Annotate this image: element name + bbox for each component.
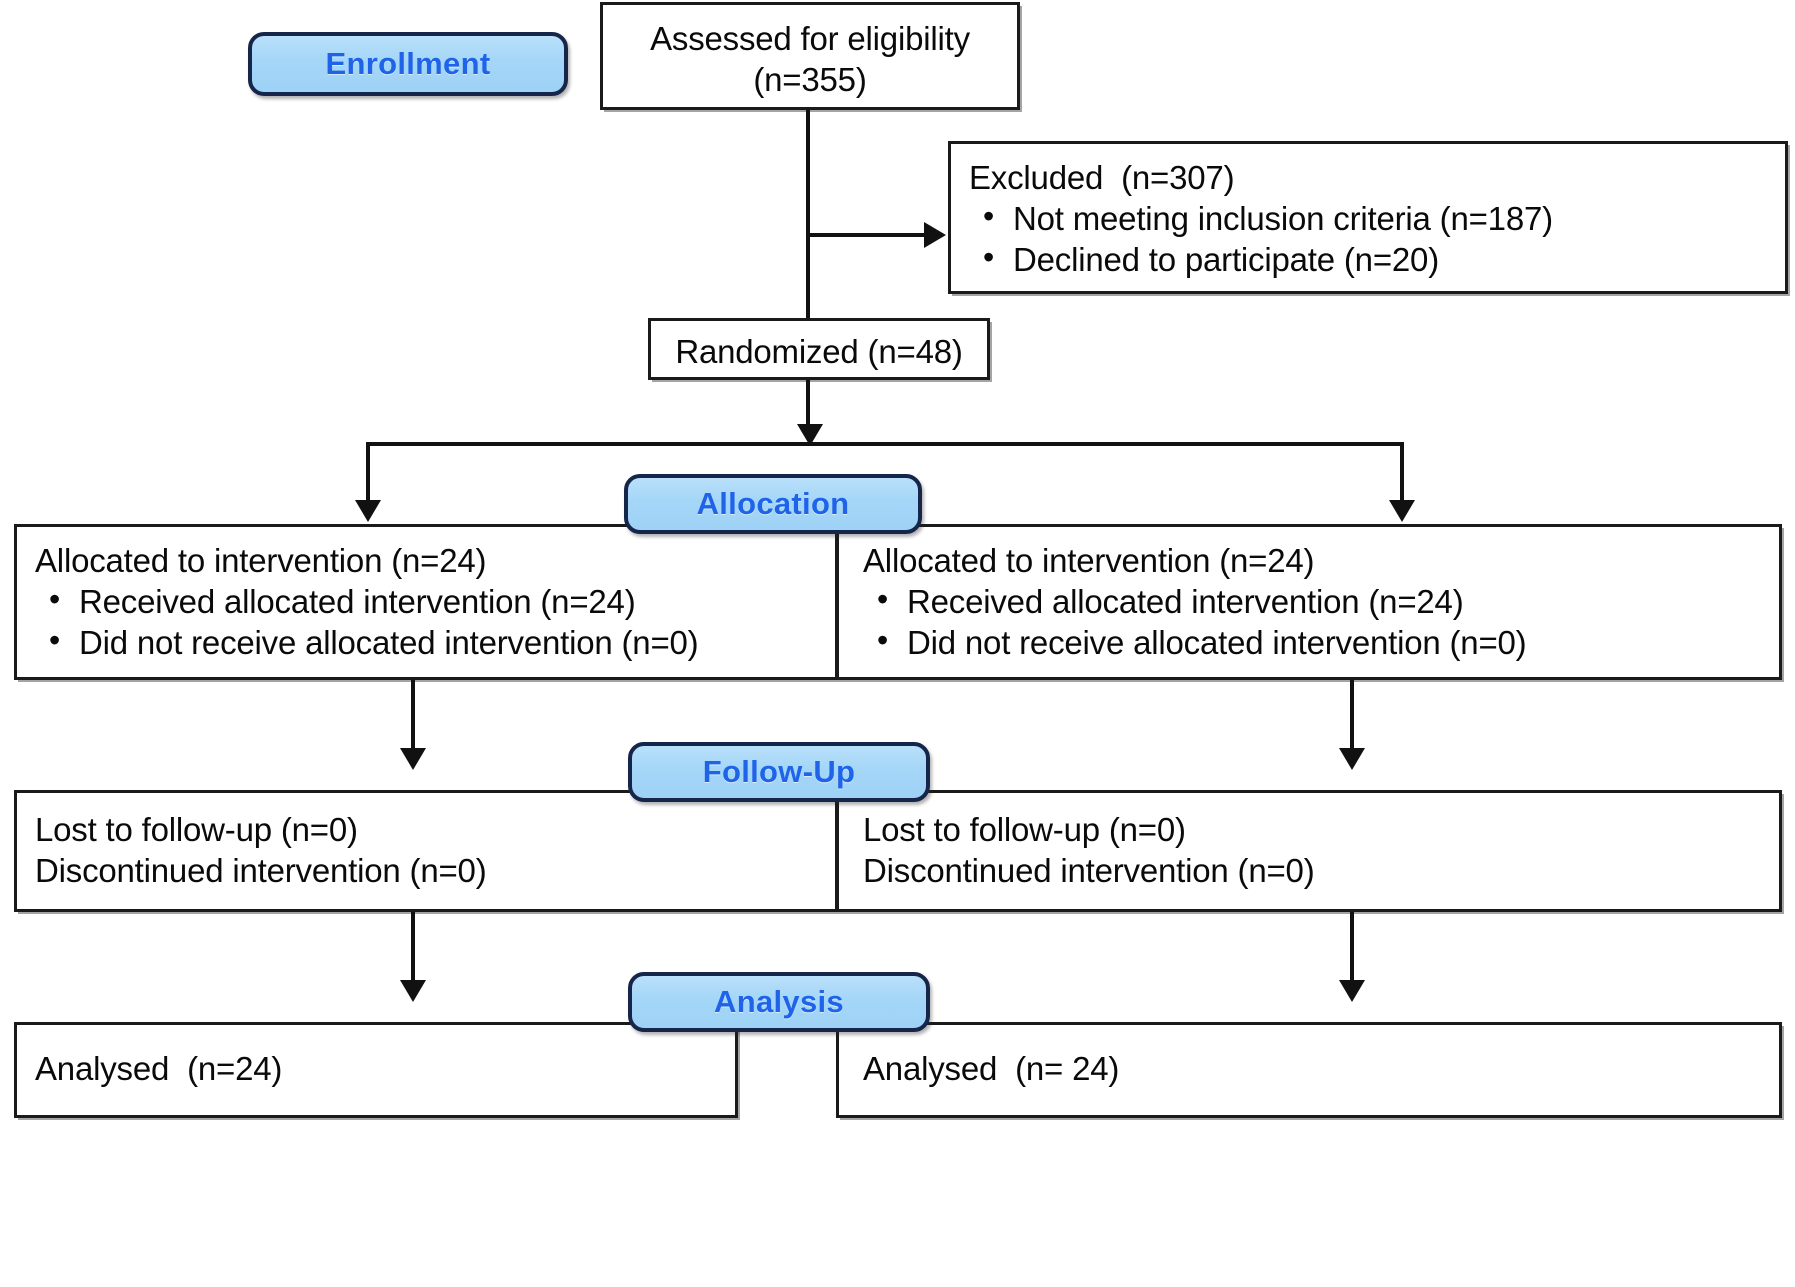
stage-banner-followup: Follow-Up (628, 742, 930, 802)
arrow-left-followup (400, 748, 426, 770)
arrow-right-analysis (1339, 980, 1365, 1002)
excluded-headline: Excluded (n=307) (969, 159, 1235, 196)
assessed-line-2: (n=355) (753, 60, 867, 98)
excluded-bullet-list: Not meeting inclusion criteria (n=187) D… (969, 197, 1767, 281)
node-analysis-right: Analysed (n= 24) (836, 1022, 1782, 1118)
excluded-bullet-item: Not meeting inclusion criteria (n=187) (969, 197, 1767, 240)
connector-allocation-split-bar (366, 442, 1404, 446)
arrow-to-excluded (924, 222, 946, 248)
analysis-left-text: Analysed (n=24) (35, 1050, 283, 1087)
allocation-left-bullet-list: Received allocated intervention (n=24) D… (35, 580, 817, 664)
node-assessed-for-eligibility: Assessed for eligibility (n=355) (600, 2, 1020, 110)
followup-right-line-1: Lost to follow-up (n=0) (863, 811, 1186, 848)
assessed-line-1: Assessed for eligibility (650, 20, 970, 57)
allocation-right-bullet-list: Received allocated intervention (n=24) D… (863, 580, 1761, 664)
connector-right-followup-to-analysis (1350, 912, 1354, 990)
connector-assessed-to-randomized (806, 110, 810, 318)
connector-randomized-stem (806, 380, 810, 430)
node-analysis-left: Analysed (n=24) (14, 1022, 738, 1118)
stage-banner-analysis: Analysis (628, 972, 930, 1032)
followup-left-line-2: Discontinued intervention (n=0) (35, 851, 487, 889)
stage-banner-enrollment: Enrollment (248, 32, 568, 96)
excluded-bullet-item: Declined to participate (n=20) (969, 238, 1767, 281)
allocation-right-bullet-item: Received allocated intervention (n=24) (863, 580, 1761, 623)
allocation-left-bullet-item: Did not receive allocated intervention (… (35, 621, 817, 664)
followup-left-line-1: Lost to follow-up (n=0) (35, 811, 358, 848)
connector-assessed-to-excluded (806, 233, 926, 237)
node-followup-left: Lost to follow-up (n=0) Discontinued int… (14, 790, 838, 912)
node-excluded: Excluded (n=307) Not meeting inclusion c… (948, 141, 1788, 294)
connector-allocation-left-drop (366, 442, 370, 514)
arrow-right-followup (1339, 748, 1365, 770)
randomized-text: Randomized (n=48) (675, 333, 963, 370)
arrow-allocation-right (1389, 500, 1415, 522)
connector-right-allocation-to-followup (1350, 680, 1354, 758)
stage-banner-analysis-label: Analysis (714, 984, 844, 1019)
node-randomized: Randomized (n=48) (648, 318, 990, 380)
arrow-randomized-split (797, 424, 823, 446)
allocation-right-headline: Allocated to intervention (n=24) (863, 542, 1315, 579)
arrow-allocation-left (355, 500, 381, 522)
stage-banner-followup-label: Follow-Up (702, 754, 856, 789)
followup-right-line-2: Discontinued intervention (n=0) (863, 851, 1315, 889)
arrow-left-analysis (400, 980, 426, 1002)
connector-left-allocation-to-followup (411, 680, 415, 758)
allocation-left-headline: Allocated to intervention (n=24) (35, 542, 487, 579)
stage-banner-enrollment-label: Enrollment (325, 46, 491, 81)
connector-allocation-right-drop (1400, 442, 1404, 514)
allocation-right-bullet-item: Did not receive allocated intervention (… (863, 621, 1761, 664)
stage-banner-allocation-label: Allocation (696, 486, 850, 521)
stage-banner-allocation: Allocation (624, 474, 922, 534)
node-allocation-left: Allocated to intervention (n=24) Receive… (14, 524, 838, 680)
node-allocation-right: Allocated to intervention (n=24) Receive… (836, 524, 1782, 680)
node-followup-right: Lost to follow-up (n=0) Discontinued int… (836, 790, 1782, 912)
connector-left-followup-to-analysis (411, 912, 415, 990)
allocation-left-bullet-item: Received allocated intervention (n=24) (35, 580, 817, 623)
analysis-right-text: Analysed (n= 24) (863, 1050, 1120, 1087)
